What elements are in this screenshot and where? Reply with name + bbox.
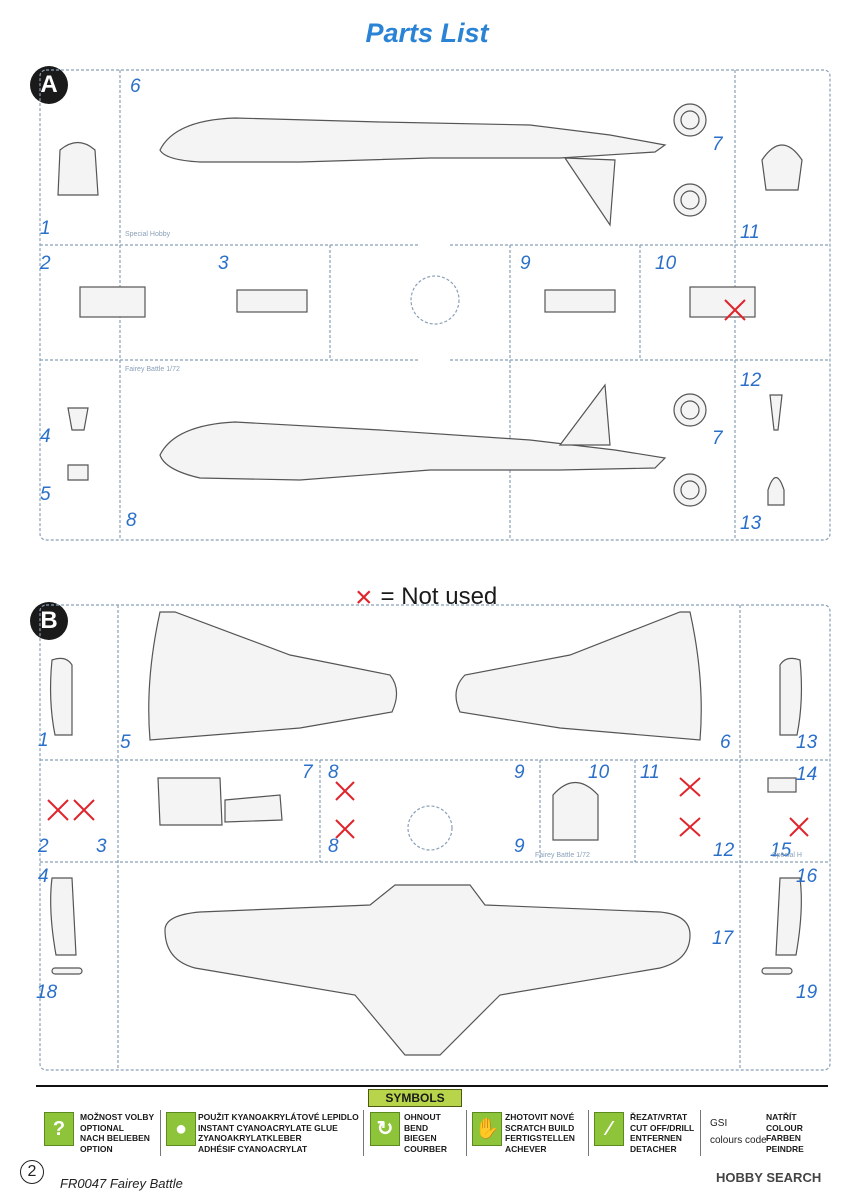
sprue-a-part-4: 4 bbox=[40, 426, 51, 447]
sprue-a-part-5: 5 bbox=[40, 484, 51, 505]
divider bbox=[588, 1110, 589, 1156]
sprue-b-part-9-top: 9 bbox=[514, 762, 525, 783]
sprue-a-part-13: 13 bbox=[740, 513, 762, 534]
sprue-a-part-1: 1 bbox=[40, 218, 51, 239]
sprue-b-part-12: 12 bbox=[713, 840, 735, 861]
sprue-b-part-13: 13 bbox=[796, 732, 818, 753]
sprue-a-part-9: 9 bbox=[520, 253, 531, 274]
sprue-b-part-8-bottom: 8 bbox=[328, 836, 339, 857]
sprue-b-part-7: 7 bbox=[302, 762, 313, 783]
sprue-a-molded-text-1: Special Hobby bbox=[125, 231, 171, 238]
sprue-b-frame bbox=[39, 604, 831, 1071]
sprue-a-part-12: 12 bbox=[740, 370, 762, 391]
hobby-search-watermark: HOBBY SEARCH bbox=[716, 1170, 822, 1185]
sprue-b-molded-text-1: Fairey Battle 1/72 bbox=[535, 852, 590, 859]
sprue-b-part-15: 15 bbox=[770, 840, 792, 861]
sprue-a-part-6: 6 bbox=[130, 76, 141, 97]
sprue-a-part-7-bottom: 7 bbox=[712, 428, 723, 449]
page-number: 2 bbox=[20, 1160, 44, 1184]
sprue-b-part-19: 19 bbox=[796, 982, 818, 1003]
bend-arrow-icon: ↻ bbox=[370, 1112, 400, 1146]
sprue-b-part-1: 1 bbox=[38, 730, 49, 751]
sprue-a-frame bbox=[39, 69, 831, 541]
sprue-b-molded-text-2: Special H bbox=[772, 852, 802, 859]
sprue-a-part-11: 11 bbox=[740, 222, 760, 243]
glue-drop-icon: ● bbox=[166, 1112, 196, 1146]
sprue-a-badge: A bbox=[30, 66, 68, 104]
sprue-b-part-5: 5 bbox=[120, 732, 131, 753]
symbols-title: SYMBOLS bbox=[368, 1089, 462, 1107]
gsi-label: GSI bbox=[710, 1118, 728, 1129]
sprue-b-part-11: 11 bbox=[640, 762, 660, 783]
sprue-b-part-4: 4 bbox=[38, 866, 49, 887]
sprue-b-part-14: 14 bbox=[796, 764, 818, 785]
sprue-a-part-3: 3 bbox=[218, 253, 229, 274]
divider bbox=[700, 1110, 701, 1156]
footer-title: FR0047 Fairey Battle bbox=[60, 1176, 183, 1191]
sprue-a-part-7-top: 7 bbox=[712, 134, 723, 155]
colours-code-label: colours code bbox=[710, 1135, 767, 1146]
sprue-b-badge: B bbox=[30, 602, 68, 640]
question-mark-icon: ? bbox=[44, 1112, 74, 1146]
symbols-divider bbox=[36, 1085, 828, 1087]
sprue-b-part-2: 2 bbox=[38, 836, 49, 857]
sprue-b-part-9-bottom: 9 bbox=[514, 836, 525, 857]
sprue-a-part-2: 2 bbox=[40, 253, 51, 274]
sprue-a-molded-text-2: Fairey Battle 1/72 bbox=[125, 366, 180, 373]
sprue-b-part-16: 16 bbox=[796, 866, 818, 887]
hand-icon: ✋ bbox=[472, 1112, 502, 1146]
page-title: Parts List bbox=[365, 18, 489, 48]
sprue-a-part-10: 10 bbox=[655, 253, 677, 274]
sprue-b-part-6: 6 bbox=[720, 732, 731, 753]
sprue-a-part-8: 8 bbox=[126, 510, 137, 531]
divider bbox=[363, 1110, 364, 1156]
cut-drill-icon: ⁄ bbox=[594, 1112, 624, 1146]
red-cross-icon: × bbox=[355, 581, 373, 614]
gsi-colour-code: GSI colours code bbox=[710, 1118, 767, 1146]
sprue-b-part-3: 3 bbox=[96, 836, 107, 857]
sprue-b-part-17: 17 bbox=[712, 928, 734, 949]
sprue-b-part-10: 10 bbox=[588, 762, 610, 783]
sprue-b-part-8-top: 8 bbox=[328, 762, 339, 783]
sprue-b-part-18: 18 bbox=[36, 982, 58, 1003]
divider bbox=[466, 1110, 467, 1156]
divider bbox=[160, 1110, 161, 1156]
